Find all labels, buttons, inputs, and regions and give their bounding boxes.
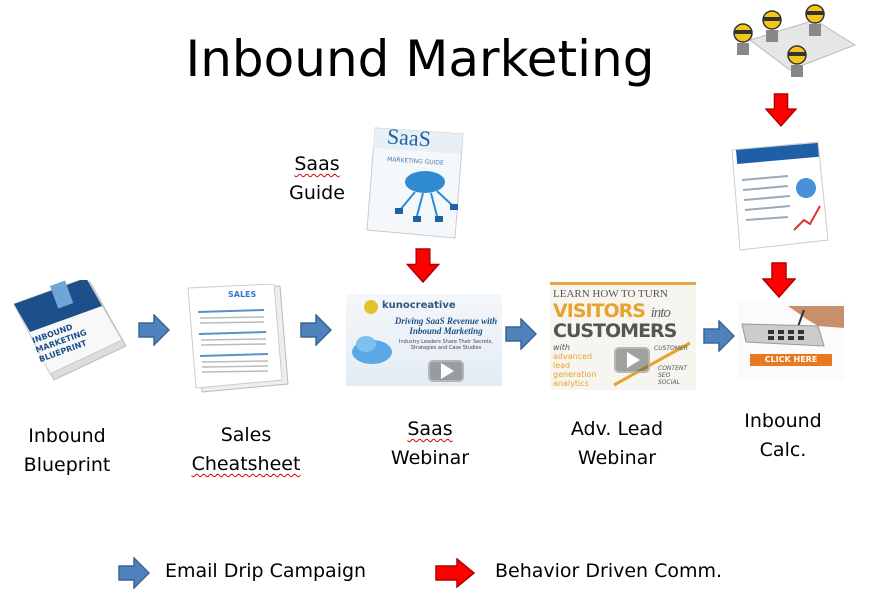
saas-guide-thumbnail[interactable]: SaaS MARKETING GUIDE <box>365 124 473 242</box>
thumb-line: VISITORS <box>553 300 646 322</box>
thumb-line: with <box>553 343 570 352</box>
adv-lead-webinar-video[interactable]: LEARN HOW TO TURN VISITORS into CUSTOMER… <box>550 282 696 390</box>
red-arrow-icon <box>762 262 796 298</box>
cover-title: SaaS <box>386 124 432 152</box>
blue-arrow-icon <box>300 314 332 346</box>
label-line: Adv. Lead <box>570 418 664 440</box>
sales-cheatsheet-thumbnail[interactable]: SALES <box>184 284 292 396</box>
label-line: Saas <box>407 418 453 440</box>
blue-arrow-icon <box>118 557 150 589</box>
thumb-tag: CONTENT SEO SOCIAL <box>658 365 688 386</box>
inbound-blueprint-thumbnail[interactable]: INBOUND MARKETING BLUEPRINT <box>10 280 128 388</box>
legend-behavior-driven: Behavior Driven Comm. <box>495 560 723 582</box>
thumb-title: SALES <box>228 290 257 299</box>
label-line: Calc. <box>759 439 807 461</box>
play-button[interactable] <box>614 347 650 373</box>
label-line: Saas <box>294 153 340 175</box>
label-line: Inbound <box>28 425 106 447</box>
thumb-line: LEARN HOW TO TURN <box>553 288 668 300</box>
saas-guide-label: Saas Guide <box>282 150 352 208</box>
saas-webinar-video[interactable]: kunocreative Driving SaaS Revenue with I… <box>346 294 502 386</box>
blue-arrow-icon <box>703 320 735 352</box>
step-label-sales-cheatsheet: Sales Cheatsheet <box>186 421 306 479</box>
thumb-line: CUSTOMERS <box>553 320 677 342</box>
red-arrow-icon <box>765 92 797 128</box>
webinar-subtitle: Industry Leaders Share Their Secrets, St… <box>398 339 494 351</box>
thumb-line: into <box>650 305 671 321</box>
label-line: Sales <box>220 424 272 446</box>
brand-logo: kunocreative <box>382 300 456 311</box>
thumb-tag: CUSTOMER <box>654 345 688 352</box>
blue-arrow-icon <box>505 318 537 350</box>
blue-arrow-icon <box>138 314 170 346</box>
thumb-line: advanced lead generation analytics <box>553 352 597 388</box>
page-title: Inbound Marketing <box>185 30 655 88</box>
step-label-saas-webinar: Saas Webinar <box>370 415 490 473</box>
label-line: Cheatsheet <box>191 453 301 475</box>
label-line: Blueprint <box>23 454 111 476</box>
team-meeting-illustration <box>725 0 865 82</box>
label-line: Guide <box>289 182 345 204</box>
click-here-button[interactable]: CLICK HERE <box>750 354 832 366</box>
red-arrow-icon <box>406 248 440 283</box>
label-line: Inbound <box>744 410 822 432</box>
legend-email-drip: Email Drip Campaign <box>165 560 367 582</box>
play-button[interactable] <box>428 360 464 382</box>
step-label-adv-lead-webinar: Adv. Lead Webinar <box>557 415 677 473</box>
webinar-title: Driving SaaS Revenue with Inbound Market… <box>394 316 498 336</box>
step-label-inbound-blueprint: Inbound Blueprint <box>7 422 127 480</box>
label-line: Webinar <box>577 447 657 469</box>
red-arrow-icon <box>435 558 475 588</box>
executive-report-thumbnail <box>728 140 832 252</box>
legend: Email Drip Campaign Behavior Driven Comm… <box>0 554 870 590</box>
step-label-inbound-calc: Inbound Calc. <box>723 407 843 465</box>
label-line: Webinar <box>390 447 470 469</box>
inbound-calculator-thumbnail[interactable]: CLICK HERE <box>738 302 844 380</box>
